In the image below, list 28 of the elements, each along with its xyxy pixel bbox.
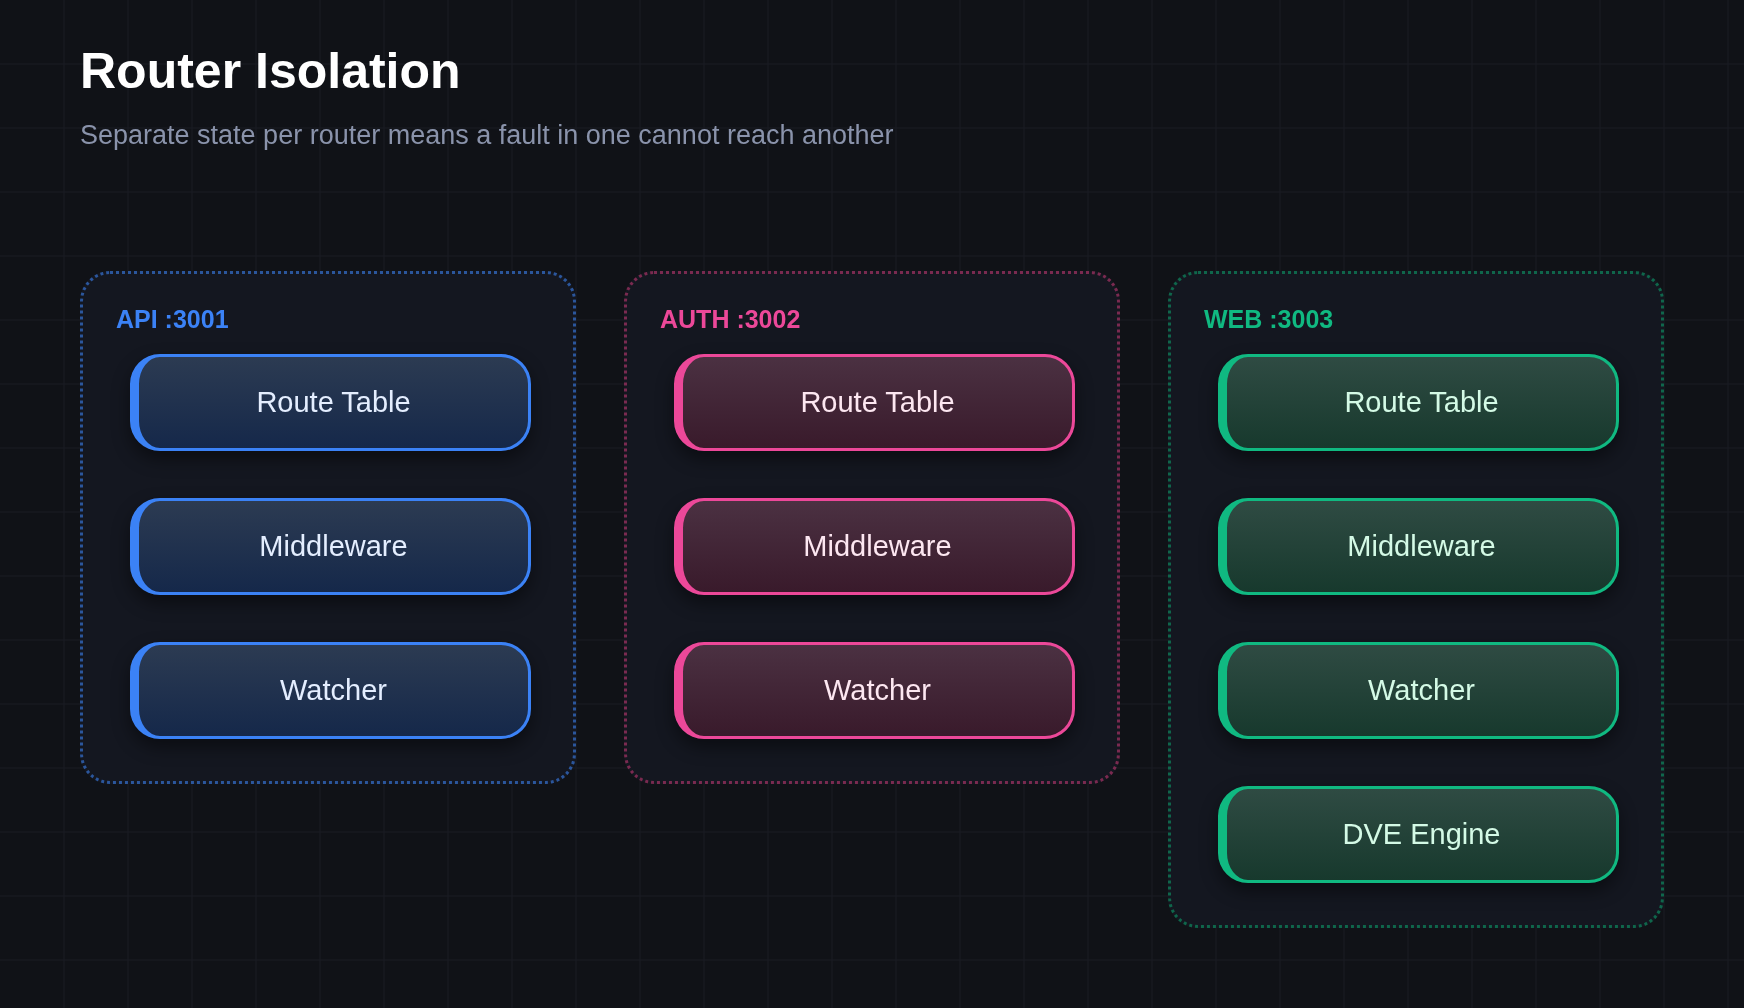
component-label: Route Table [1344,385,1499,420]
component-card [130,498,531,595]
component-label: Middleware [259,529,408,564]
group-label: AUTH :3002 [660,304,801,334]
component-card [130,354,531,451]
component-card [674,642,1075,739]
router-group-panel [1168,271,1664,928]
component-card [130,642,531,739]
component-card [674,354,1075,451]
group-label: WEB :3003 [1204,304,1334,334]
component-card [1218,498,1619,595]
component-label: Watcher [1368,673,1475,708]
component-card [1218,786,1619,883]
component-label: Route Table [800,385,955,420]
component-label: Middleware [803,529,952,564]
group-label: API :3001 [116,304,229,334]
title: Router Isolation [80,44,461,99]
router-group-panel [80,271,576,784]
component-card [674,498,1075,595]
component-label: Route Table [256,385,411,420]
component-label: Watcher [280,673,387,708]
component-card [1218,354,1619,451]
component-label: DVE Engine [1342,817,1501,852]
component-label: Watcher [824,673,931,708]
component-card [1218,642,1619,739]
subtitle: Separate state per router means a fault in one cannot reach another [80,119,894,152]
component-label: Middleware [1347,529,1496,564]
router-group-panel [624,271,1120,784]
